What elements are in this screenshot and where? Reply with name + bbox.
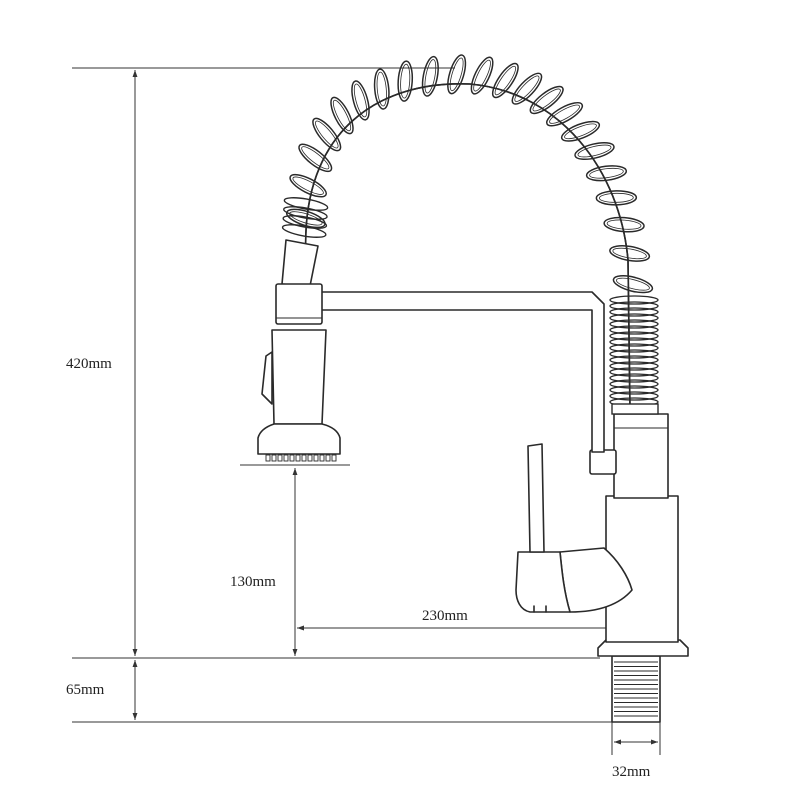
spray-nozzles xyxy=(265,454,337,462)
reference-lines xyxy=(72,67,661,755)
spout-height-label: 130mm xyxy=(230,574,276,590)
spray-head-body xyxy=(271,329,327,425)
spout-reach-label: 230mm xyxy=(422,608,468,624)
spray-head xyxy=(257,283,341,462)
base-flange xyxy=(597,639,689,657)
spray-head-button xyxy=(261,351,273,405)
dimension-arrows xyxy=(132,70,658,745)
upper-neck xyxy=(613,413,669,499)
pull-down-hose xyxy=(304,83,631,411)
shank-diameter-label: 32mm xyxy=(612,764,651,780)
handle-cap-detail xyxy=(533,605,547,613)
spray-head-collar xyxy=(275,283,323,325)
lever-handle xyxy=(527,443,545,553)
dimension-labels: 420mm 130mm 230mm 65mm 32mm xyxy=(66,356,651,780)
holder-arm xyxy=(317,291,605,453)
handle-cap xyxy=(515,551,571,613)
threaded-shank xyxy=(611,655,661,723)
spray-face xyxy=(257,423,341,455)
coil-spring-lower xyxy=(609,295,659,415)
hose-lower-section xyxy=(281,239,319,287)
shank-length-label: 65mm xyxy=(66,682,105,698)
coil-spring xyxy=(281,54,654,294)
holder-bracket xyxy=(589,449,617,475)
total-height-label: 420mm xyxy=(66,356,112,372)
faucet-drawing xyxy=(257,54,689,723)
